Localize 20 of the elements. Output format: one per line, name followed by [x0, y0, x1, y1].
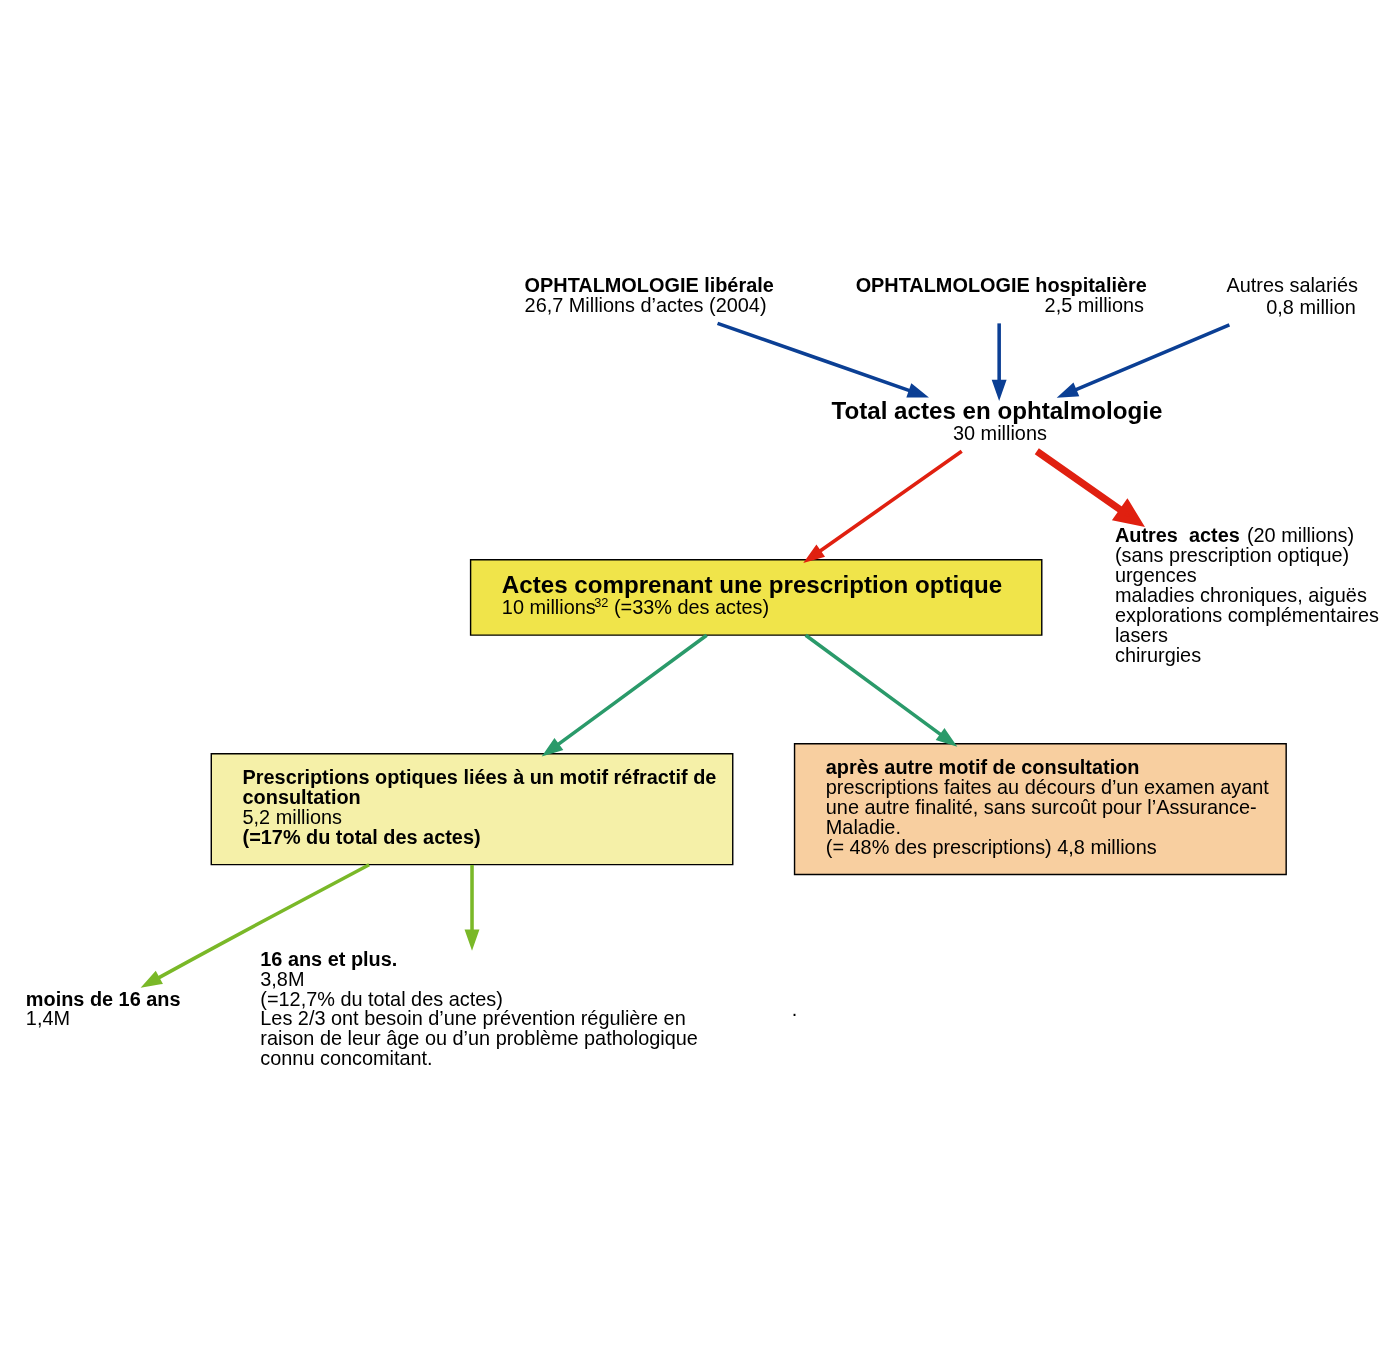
arrow	[541, 633, 708, 757]
node-box: Prescriptions optiques liées à un motif réfractif de consultation 5,2 millions (=17% du total des actes)	[210, 752, 734, 865]
arrow	[716, 321, 929, 397]
node-box: après autre motif de consultation prescriptions faites au décours d’un examen ayant une autre finalité, sans surcoût pour l’Assurance-Maladie. (= 48% des prescriptions) 4,8 millions	[793, 742, 1287, 875]
arrow	[804, 633, 958, 747]
label: .	[791, 997, 798, 1020]
node-text: OPHTALMOLOGIE libérale 26,7 Millions d’actes (2004)	[524, 273, 774, 316]
node-text: moins de 16 ans 1,4M	[25, 987, 181, 1029]
arrow	[803, 449, 963, 563]
arrow	[464, 864, 480, 951]
node-text: Total actes en ophtalmologie 30 millions	[831, 396, 1163, 444]
arrow	[991, 322, 1007, 401]
node-box: Actes comprenant une prescription optique 10 millions$^{32}$ (=33% des actes)	[469, 558, 1043, 636]
node-text: Autres actes (20 millions) (sans prescription optique) urgences maladies chroniques, aiguës explorations complémentaires lasers chirurgies	[1114, 523, 1379, 666]
arrow	[1034, 447, 1145, 527]
node-text: 16 ans et plus. 3,8M (=12,7% du total des actes) Les 2/3 ont besoin d’une prévention régulière en raison de leur âge ou d’un problème pathologique connu concomitant.	[260, 947, 698, 1069]
arrow	[140, 862, 370, 988]
arrow	[1056, 322, 1231, 398]
node-text: OPHTALMOLOGIE hospitalière 2,5 millions	[855, 273, 1147, 316]
node-text: Autres salariés 0,8 million	[1226, 273, 1358, 318]
